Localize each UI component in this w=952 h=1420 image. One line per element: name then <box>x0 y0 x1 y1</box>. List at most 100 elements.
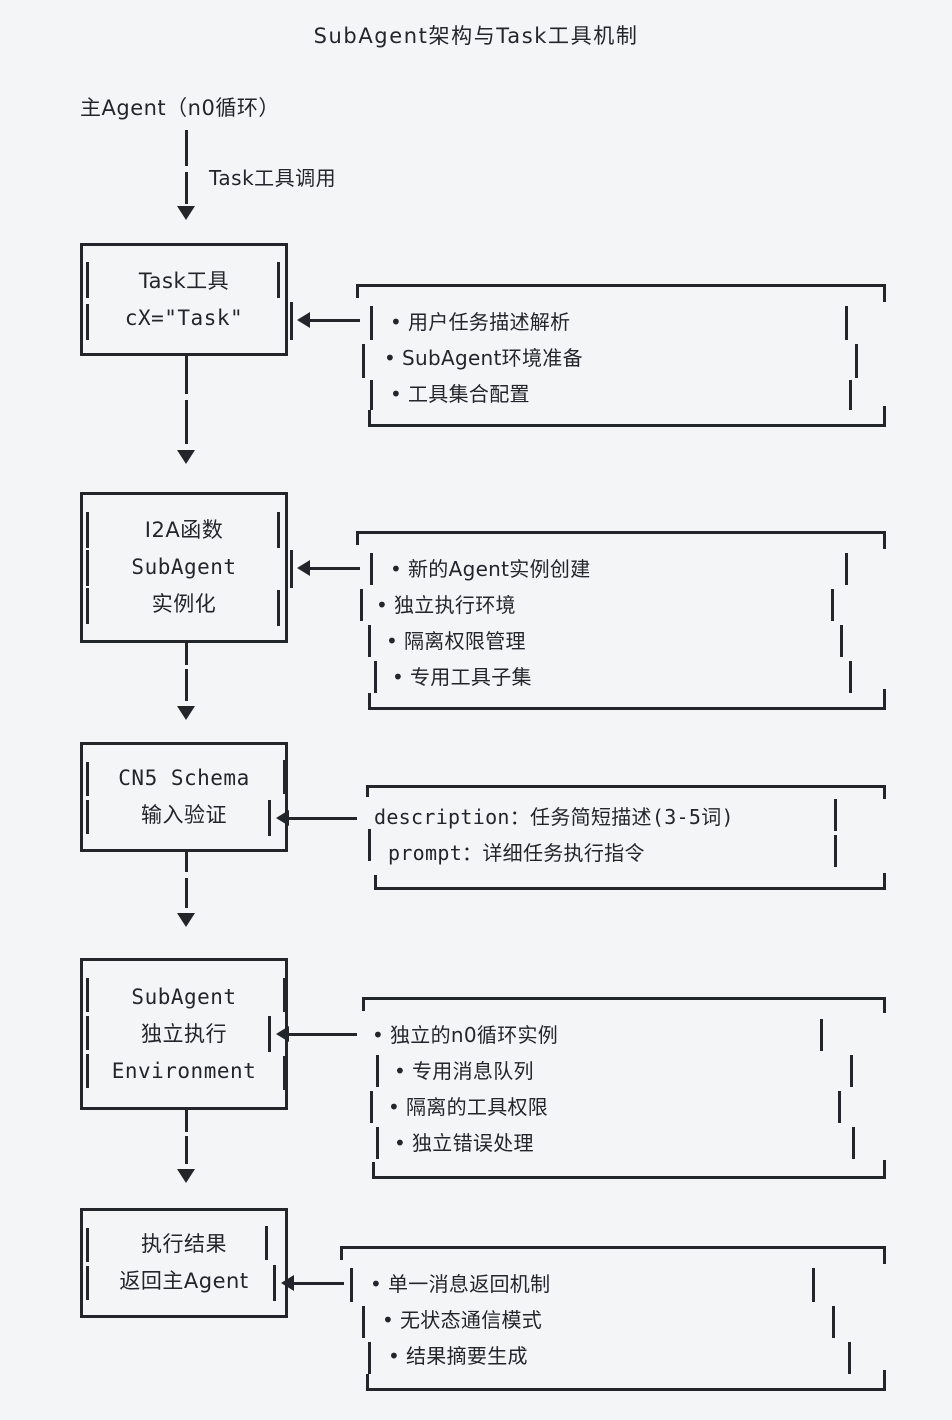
panel-inner-pipe-right <box>850 1055 853 1087</box>
bullet-icon: • <box>392 665 405 689</box>
detail-panel-subagent-execution: •独立的n0循环实例 •专用消息队列 •隔离的工具权限 •独立错误处理 <box>362 997 886 1179</box>
connector-vertical-lower <box>185 400 188 444</box>
detail-panel-result-return: •单一消息返回机制 •无状态通信模式 •结果摘要生成 <box>340 1246 886 1391</box>
panel-frame-left-corner <box>374 875 377 890</box>
panel-inner-pipe-left <box>368 829 371 861</box>
detail-arrow-line <box>287 1033 357 1036</box>
panel-frame-left-corner <box>340 1246 343 1260</box>
detail-item: •单一消息返回机制 <box>370 1268 550 1297</box>
detail-item-list: description：任务简短描述(3-5词) prompt：详细任务执行指令 <box>366 785 886 890</box>
node-line: 独立执行 <box>141 1021 227 1046</box>
detail-item-label: SubAgent环境准备 <box>402 346 583 370</box>
detail-item-label: 工具集合配置 <box>408 382 530 406</box>
node-inner-pipe-right <box>265 1226 268 1260</box>
bullet-icon: • <box>390 310 403 334</box>
detail-panel-cn5-schema: description：任务简短描述(3-5词) prompt：详细任务执行指令 <box>366 785 886 890</box>
panel-inner-pipe-left <box>374 661 377 693</box>
node-box-task-tool[interactable]: Task工具 cX="Task" <box>80 243 288 356</box>
connector-arrowhead <box>177 450 195 464</box>
panel-inner-pipe-right <box>834 835 837 867</box>
node-box-subagent-execution[interactable]: SubAgent 独立执行 Environment <box>80 958 288 1110</box>
bullet-icon: • <box>384 346 397 370</box>
connector-arrowhead <box>177 1169 195 1183</box>
detail-item: •新的Agent实例创建 <box>390 553 591 582</box>
panel-frame-left-corner <box>356 284 359 298</box>
node-inner-pipe-right <box>290 550 293 588</box>
panel-frame-right-corner <box>883 873 886 890</box>
panel-frame-top <box>366 785 886 788</box>
node-inner-pipe-left <box>86 304 89 340</box>
node-inner-pipe-left <box>86 978 89 1012</box>
detail-arrow-head <box>281 1275 294 1291</box>
node-line: SubAgent <box>131 555 237 579</box>
node-line: SubAgent <box>131 984 237 1009</box>
panel-frame-right-corner <box>883 284 886 302</box>
connector-vertical-lower <box>185 1136 188 1164</box>
node-inner-pipe-right <box>283 978 286 1012</box>
connector-arrowhead <box>177 706 195 720</box>
panel-frame-top <box>340 1246 886 1249</box>
detail-item: •用户任务描述解析 <box>390 306 570 335</box>
panel-inner-pipe-right <box>832 1306 835 1338</box>
detail-item: prompt：详细任务执行指令 <box>388 837 645 866</box>
panel-inner-pipe-right <box>840 625 843 657</box>
node-line: I2A函数 <box>144 518 224 542</box>
node-inner-pipe-right <box>268 800 271 836</box>
connector-vertical-upper <box>185 356 188 394</box>
node-inner-pipe-left <box>86 1016 89 1050</box>
panel-inner-pipe-left <box>368 1342 371 1374</box>
detail-item-label: 专用消息队列 <box>412 1059 534 1083</box>
node-inner-pipe-right <box>283 760 286 794</box>
connector-vertical-upper <box>185 1110 188 1132</box>
node-line: 返回主Agent <box>119 1269 249 1293</box>
node-box-task-tool-lines: Task工具 cX="Task" <box>83 246 285 353</box>
detail-item-label: 隔离的工具权限 <box>406 1095 549 1119</box>
panel-inner-pipe-right <box>834 799 837 831</box>
detail-item-list: •单一消息返回机制 •无状态通信模式 •结果摘要生成 <box>340 1246 886 1391</box>
node-inner-pipe-left <box>86 762 89 796</box>
detail-item: •SubAgent环境准备 <box>384 342 583 371</box>
panel-frame-right-corner <box>883 1160 886 1179</box>
node-inner-pipe-left <box>86 588 89 624</box>
panel-inner-pipe-right <box>845 306 848 340</box>
detail-item-label: 独立错误处理 <box>412 1131 534 1155</box>
detail-item-label: 专用工具子集 <box>410 665 532 689</box>
panel-frame-bottom <box>368 424 886 427</box>
node-box-cn5-schema-lines: CN5 Schema 输入验证 <box>83 745 285 849</box>
panel-inner-pipe-right <box>848 1342 851 1374</box>
panel-frame-bottom <box>366 1388 886 1391</box>
connector-vertical-lower <box>185 878 188 908</box>
panel-frame-left-corner <box>366 1374 369 1391</box>
node-inner-pipe-left <box>86 1054 89 1088</box>
panel-inner-pipe-left <box>376 1127 379 1159</box>
node-box-result-return[interactable]: 执行结果 返回主Agent <box>80 1208 288 1318</box>
detail-item-label: 无状态通信模式 <box>400 1308 543 1332</box>
node-inner-pipe-right <box>277 512 280 548</box>
panel-frame-bottom <box>368 707 886 710</box>
detail-item-list: •用户任务描述解析 •SubAgent环境准备 •工具集合配置 <box>356 284 886 427</box>
panel-frame-left-corner <box>368 693 371 710</box>
detail-item: •专用消息队列 <box>394 1055 534 1084</box>
panel-frame-top <box>356 284 886 287</box>
panel-frame-right-corner <box>883 1246 886 1264</box>
panel-frame-right-corner <box>883 689 886 710</box>
panel-inner-pipe-left <box>370 306 373 340</box>
node-inner-pipe-left <box>86 1266 89 1300</box>
node-inner-pipe-right <box>290 302 293 340</box>
node-box-i2a-function[interactable]: I2A函数 SubAgent 实例化 <box>80 492 288 643</box>
panel-inner-pipe-left <box>362 344 365 378</box>
detail-arrow-head <box>297 560 310 576</box>
node-inner-pipe-left <box>86 800 89 834</box>
panel-frame-right-corner <box>883 531 886 549</box>
page-title: SubAgent架构与Task工具机制 <box>313 24 639 48</box>
detail-item: •无状态通信模式 <box>382 1304 542 1333</box>
panel-inner-pipe-right <box>855 344 858 378</box>
panel-inner-pipe-left <box>360 589 363 621</box>
bullet-icon: • <box>388 1344 401 1368</box>
detail-item-list: •新的Agent实例创建 •独立执行环境 •隔离权限管理 •专用工具子集 <box>356 531 886 710</box>
detail-item-label: description：任务简短描述(3-5词) <box>374 805 734 829</box>
node-inner-pipe-right <box>283 1056 286 1090</box>
node-box-cn5-schema[interactable]: CN5 Schema 输入验证 <box>80 742 288 852</box>
panel-frame-bottom <box>372 1176 886 1179</box>
panel-inner-pipe-left <box>376 1055 379 1087</box>
